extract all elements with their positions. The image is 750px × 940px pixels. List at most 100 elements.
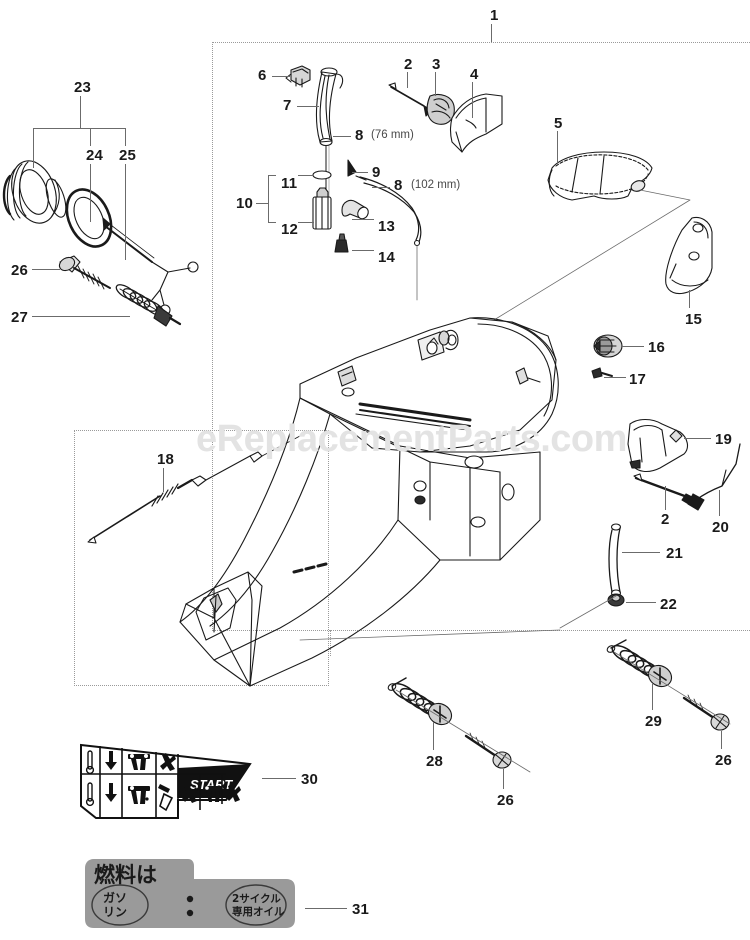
starter-pulley-group xyxy=(2,160,199,316)
callout-number-21: 21 xyxy=(666,545,684,562)
callout-number-10: 10 xyxy=(236,195,254,212)
leader-4 xyxy=(472,82,473,118)
leader-7 xyxy=(297,106,319,107)
leader-26a xyxy=(32,269,60,270)
fuel-mix-decal: 燃料は ガソ リン 2サイクル 専用オイル xyxy=(80,857,300,930)
callout-number-7: 7 xyxy=(283,97,292,114)
callout-number-1: 1 xyxy=(490,7,499,24)
callout-number-2: 2 xyxy=(661,511,670,528)
callout-number-26: 26 xyxy=(715,752,733,769)
leader-22 xyxy=(626,602,656,603)
bracket-10-top xyxy=(268,175,276,176)
leader-24b xyxy=(90,164,91,222)
watermark: eReplacementParts.com xyxy=(196,418,627,460)
dimension-label: (76 mm) xyxy=(371,129,414,141)
fuel-decal-left-line2: リン xyxy=(103,905,127,919)
grommet-22 xyxy=(607,593,625,607)
callout-number-5: 5 xyxy=(554,115,563,132)
throttle-latch-3 xyxy=(426,93,455,125)
callout-number-2: 2 xyxy=(404,56,413,73)
screw-26-right xyxy=(682,694,730,731)
callout-number-25: 25 xyxy=(119,147,137,164)
callout-number-15: 15 xyxy=(685,311,703,328)
bracket-19 xyxy=(627,418,689,473)
valve-14 xyxy=(334,233,349,253)
callout-number-20: 20 xyxy=(712,519,730,536)
bracket-23-bar xyxy=(33,128,125,129)
leader-31 xyxy=(305,908,347,909)
leader-27 xyxy=(32,316,130,317)
bracket-23-left xyxy=(33,128,34,168)
elbow-13 xyxy=(341,199,369,220)
chassis-body xyxy=(179,317,559,687)
dimension-label: (102 mm) xyxy=(411,179,461,191)
callout-number-19: 19 xyxy=(715,431,733,448)
heat-shield-15 xyxy=(665,216,713,295)
callout-number-18: 18 xyxy=(157,451,175,468)
av-spring-28 xyxy=(387,677,453,726)
leader-16 xyxy=(622,346,644,347)
callout-number-12: 12 xyxy=(281,221,299,238)
leader-17 xyxy=(604,377,626,378)
leader-3 xyxy=(435,72,436,96)
leader-11 xyxy=(298,175,314,176)
callout-number-13: 13 xyxy=(378,218,396,235)
callout-number-26: 26 xyxy=(11,262,29,279)
callout-number-17: 17 xyxy=(629,371,647,388)
leader-26b xyxy=(503,769,504,789)
leader-12 xyxy=(298,222,314,223)
throttle-trigger-4 xyxy=(449,93,503,153)
callout-number-24: 24 xyxy=(86,147,104,164)
leader-18 xyxy=(163,468,164,492)
grommet-11 xyxy=(312,170,332,180)
av-spring-29 xyxy=(606,639,673,688)
leader-5 xyxy=(557,131,558,164)
av-spring-27-group xyxy=(58,255,182,327)
callout-number-4: 4 xyxy=(470,66,479,83)
leader-25 xyxy=(125,128,126,146)
leader-8a xyxy=(333,136,351,137)
fuel-decal-right-line1: 2サイクル xyxy=(232,893,281,905)
screw-17 xyxy=(591,367,613,379)
callout-number-29: 29 xyxy=(645,713,663,730)
callout-number-8: 8 xyxy=(355,127,364,144)
leader-28 xyxy=(433,722,434,750)
leader-24 xyxy=(90,128,91,146)
screw-2-lower xyxy=(633,473,699,507)
leader-13 xyxy=(352,219,374,220)
leader-2a xyxy=(407,72,408,88)
leader-30 xyxy=(262,778,296,779)
ignition-wire-20 xyxy=(687,443,741,511)
callout-number-27: 27 xyxy=(11,309,29,326)
callout-number-26: 26 xyxy=(497,792,515,809)
screw-2-top xyxy=(388,82,433,117)
callout-number-6: 6 xyxy=(258,67,267,84)
leader-1 xyxy=(491,24,492,42)
leader-14 xyxy=(352,250,374,251)
hose-21 xyxy=(608,523,622,597)
starting-instruction-decal: START xyxy=(78,742,278,822)
leader-19 xyxy=(684,438,711,439)
leader-20 xyxy=(719,490,720,516)
leader-26c xyxy=(721,731,722,749)
callout-number-30: 30 xyxy=(301,771,319,788)
callout-number-23: 23 xyxy=(74,79,92,96)
bracket-10-bot xyxy=(268,222,276,223)
leader-8b xyxy=(372,187,390,188)
bracket-10-stem xyxy=(268,175,269,223)
leader-15 xyxy=(689,290,690,308)
leader-6 xyxy=(272,76,290,77)
leader-25b xyxy=(125,164,126,260)
callout-number-11: 11 xyxy=(281,175,298,192)
screw-26-left xyxy=(464,732,512,769)
leader-9 xyxy=(352,172,368,173)
callout-number-31: 31 xyxy=(352,901,370,918)
choke-rod-18 xyxy=(87,435,301,544)
callout-number-28: 28 xyxy=(426,753,444,770)
fuel-decal-right-line2: 専用オイル xyxy=(232,905,285,918)
leader-29 xyxy=(652,684,653,710)
clamp-and-boot-group xyxy=(285,65,344,147)
fuel-decal-left-line1: ガソ xyxy=(103,890,127,905)
